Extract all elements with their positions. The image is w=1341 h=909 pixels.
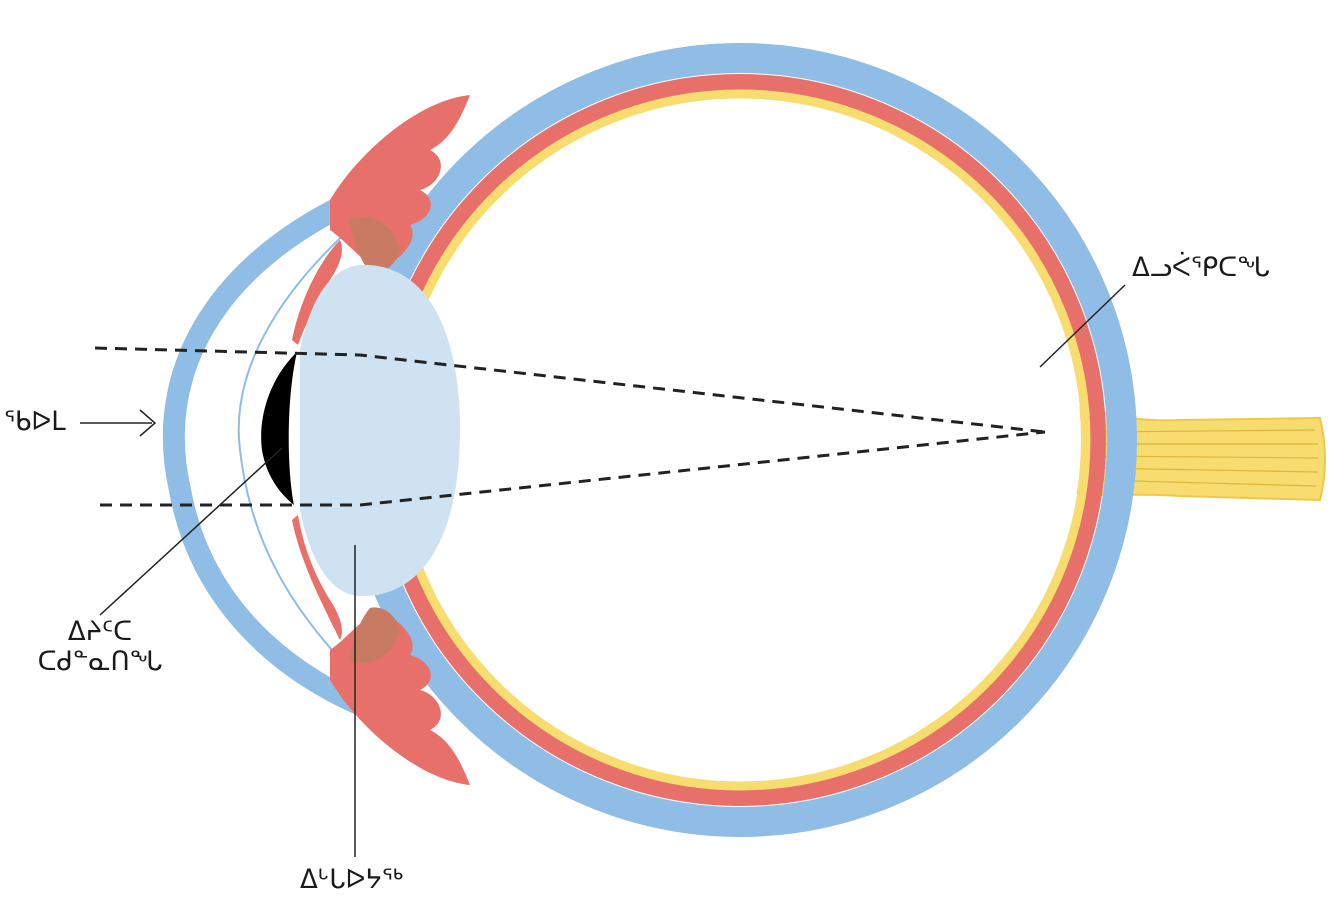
pupil-label-line2: ᑕᑯᓐᓇᑎᖓ [30,648,170,678]
pupil [261,352,297,505]
pupil-leader [100,448,282,615]
retina-label: ᐃᓗᐹᕿᑕᖓ [1132,254,1270,284]
light-label: ᖃᐅᒪ [4,408,66,438]
pupil-label: ᐃᔨᑦᑕ ᑕᑯᓐᓇᑎᖓ [30,618,170,678]
lens-label: ᐃᒡᒐᐅᔭᖅ [300,866,403,896]
pupil-label-line1: ᐃᔨᑦᑕ [30,618,170,648]
lens [300,265,460,596]
